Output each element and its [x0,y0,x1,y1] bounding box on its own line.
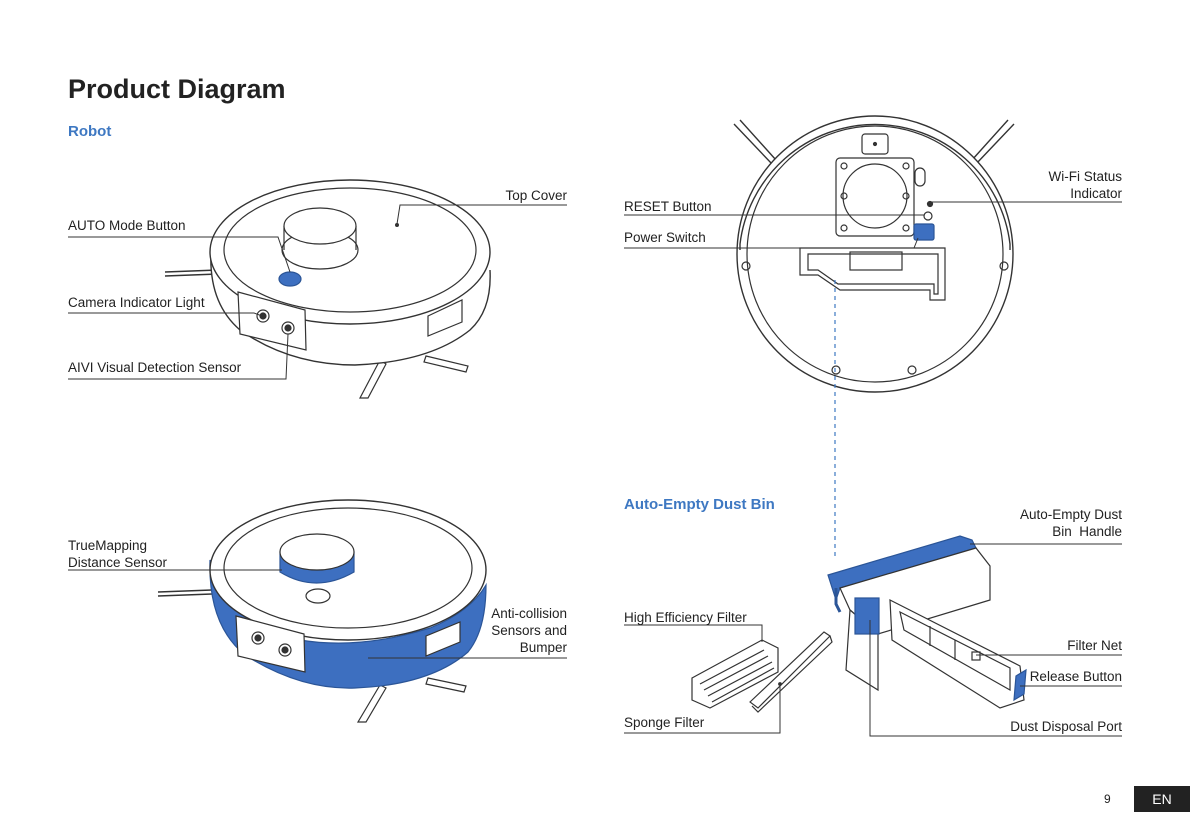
page-number: 9 [1104,792,1111,806]
label-release-button: Release Button [1029,669,1122,684]
label-anticollision-bumper: Anti-collision Sensors and Bumper [491,605,567,656]
label-auto-mode-button: AUTO Mode Button [68,218,186,233]
label-wifi-status-indicator: Wi-Fi Status Indicator [1048,168,1122,202]
label-truemapping-sensor: TrueMapping Distance Sensor [68,537,167,571]
label-camera-indicator-light: Camera Indicator Light [68,295,205,310]
label-sponge-filter: Sponge Filter [624,715,705,730]
label-wifi-line2: Indicator [1070,186,1122,201]
label-truemapping-line2: Distance Sensor [68,555,168,570]
label-wifi-line1: Wi-Fi Status [1048,169,1122,184]
label-top-cover: Top Cover [505,188,567,203]
label-high-efficiency-filter: High Efficiency Filter [624,610,747,625]
label-anticollision-line3: Bumper [519,640,567,655]
label-handle-line2: Bin Handle [1052,524,1122,539]
label-reset-button: RESET Button [624,199,712,214]
language-badge: EN [1134,786,1190,812]
label-dust-disposal-port: Dust Disposal Port [1010,719,1122,734]
label-filter-net: Filter Net [1067,638,1122,653]
label-handle-line1: Auto-Empty Dust [1019,507,1122,522]
label-dust-bin-handle: Auto-Empty Dust Bin Handle [1020,506,1122,540]
label-anticollision-line1: Anti-collision [491,606,567,621]
section-robot-heading: Robot [68,123,112,140]
label-truemapping-line1: TrueMapping [68,538,148,553]
leader-lines [68,201,1122,737]
dust-bin-illustration [691,535,1027,713]
robot-top-illustration [164,179,491,399]
label-anticollision-line2: Sensors and [491,623,567,638]
section-dust-bin-heading: Auto-Empty Dust Bin [624,496,775,513]
robot-underside-illustration [733,115,1015,393]
page-title: Product Diagram [68,74,286,104]
label-aivi-sensor: AIVI Visual Detection Sensor [68,360,242,375]
robot-bumper-illustration [157,499,487,723]
label-power-switch: Power Switch [624,230,706,245]
